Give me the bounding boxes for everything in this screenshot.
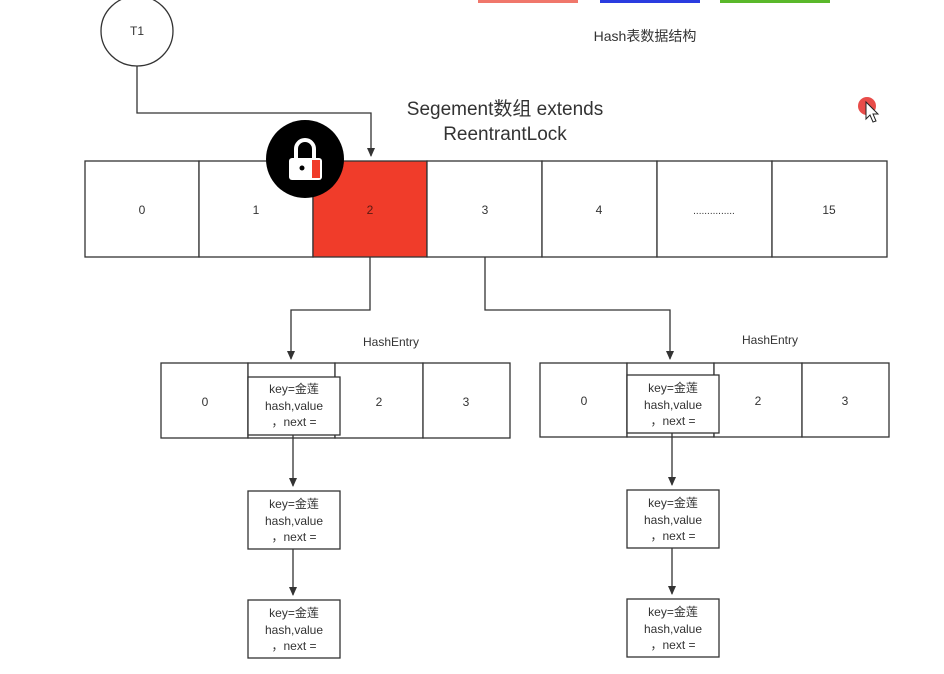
entry-next: ，next = <box>271 639 316 653</box>
entry-key: key=金莲 <box>269 381 319 396</box>
padlock-icon <box>266 120 344 198</box>
entry-hash-value: hash,value <box>265 399 323 413</box>
hash-bucket-3 <box>422 362 511 439</box>
segment2-to-hashentry-connector <box>287 257 371 360</box>
hash-bucket-2 <box>334 362 424 439</box>
entry-hash-value: hash,value <box>265 623 323 637</box>
entry-key: key=金莲 <box>648 604 698 619</box>
segment-cell-label: 3 <box>482 203 489 217</box>
hash-entry-node: key=金莲 hash,value ，next = <box>247 490 341 550</box>
legend-bar-red <box>478 0 578 3</box>
entry-key: key=金莲 <box>269 605 319 620</box>
segment-cell-label: 0 <box>139 203 146 217</box>
thread-to-segment-connector <box>136 66 375 157</box>
hash-table-label: HashEntry <box>742 333 798 347</box>
segment-cell-label: 4 <box>596 203 603 217</box>
hash-bucket-2 <box>713 362 803 438</box>
hash-entry-node: key=金莲 hash,value ，next = <box>247 376 341 436</box>
segment-cell-label: 15 <box>822 203 836 217</box>
diagram-title: Hash表数据结构 <box>594 28 697 44</box>
segment-cell-label: 1 <box>253 203 260 217</box>
mouse-cursor-icon <box>858 97 880 123</box>
entry-next: ，next = <box>271 530 316 544</box>
segment3-to-hashentry-connector <box>484 257 674 360</box>
segment-cell-15 <box>771 160 888 258</box>
legend-bar-green <box>720 0 830 3</box>
hash-table-label: HashEntry <box>363 335 419 349</box>
entry-hash-value: hash,value <box>265 514 323 528</box>
segment-array: 0 1 2 3 4 ............... 15 <box>84 160 888 258</box>
hash-entry-node: key=金莲 hash,value ，next = <box>626 489 720 549</box>
segment-array-title-line1: Segement数组 extends <box>407 98 603 120</box>
hash-entry-node: key=金莲 hash,value ，next = <box>247 599 341 659</box>
hash-bucket-label: 0 <box>581 394 588 408</box>
segment-cell-label: 2 <box>367 203 374 217</box>
entry-key: key=金莲 <box>648 380 698 395</box>
entry-hash-value: hash,value <box>644 513 702 527</box>
thread-label: T1 <box>130 24 144 38</box>
entry-next: ，next = <box>650 638 695 652</box>
hash-bucket-3 <box>801 362 890 438</box>
hash-entry-node: key=金莲 hash,value ，next = <box>626 598 720 658</box>
entry-next: ，next = <box>650 529 695 543</box>
hash-bucket-label: 3 <box>842 394 849 408</box>
legend-bar-blue <box>600 0 700 3</box>
entry-hash-value: hash,value <box>644 622 702 636</box>
entry-key: key=金莲 <box>269 496 319 511</box>
hash-bucket-label: 3 <box>463 395 470 409</box>
hash-entry-node: key=金莲 hash,value ，next = <box>626 374 720 434</box>
entry-next: ，next = <box>650 414 695 428</box>
segment-cell-0 <box>84 160 200 258</box>
entry-key: key=金莲 <box>648 495 698 510</box>
hash-bucket-label: 2 <box>376 395 383 409</box>
entry-next: ，next = <box>271 415 316 429</box>
segment-array-title-line2: ReentrantLock <box>443 124 567 145</box>
entry-hash-value: hash,value <box>644 398 702 412</box>
hash-bucket-0 <box>539 362 628 438</box>
hash-bucket-label: 2 <box>755 394 762 408</box>
segment-cell-label: ............... <box>693 206 735 217</box>
hash-bucket-label: 0 <box>202 395 209 409</box>
